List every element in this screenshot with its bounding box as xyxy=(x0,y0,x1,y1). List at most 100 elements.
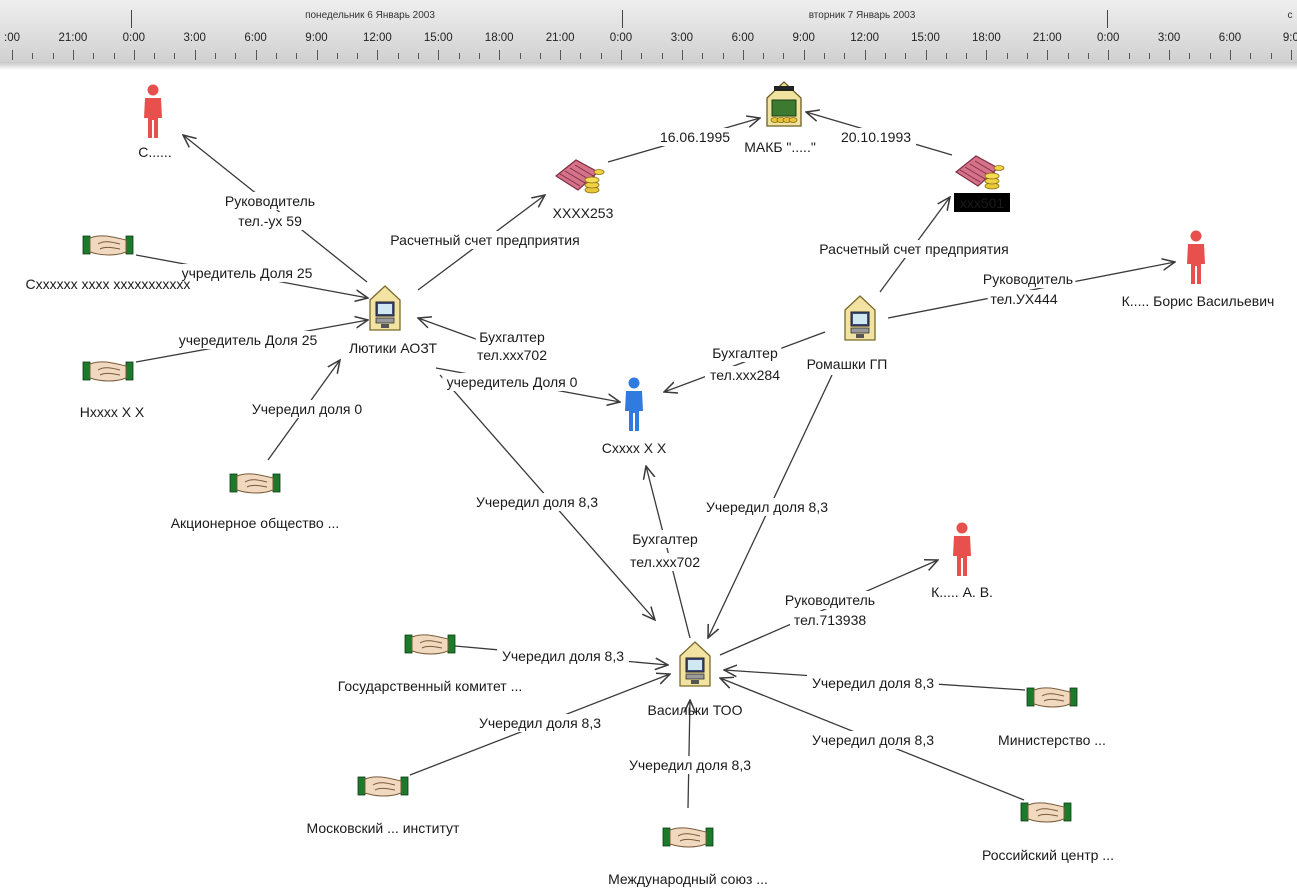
handshake-icon[interactable] xyxy=(82,235,134,256)
node-label[interactable]: Сxxxxxx xxxx xxxxxxxxxxx xyxy=(26,276,191,292)
edge-label: тел.-ух 59 xyxy=(238,213,302,229)
node-label[interactable]: Московский ... институт xyxy=(307,820,461,836)
tick-mark xyxy=(702,53,704,59)
edge-label-bg xyxy=(625,553,705,571)
node-label[interactable]: Нxxxx X X xyxy=(80,404,145,420)
tick-mark xyxy=(194,50,196,60)
hour-label: 12:00 xyxy=(850,32,879,44)
company-building-icon[interactable] xyxy=(369,285,401,331)
tick-mark xyxy=(884,53,886,59)
tick-mark xyxy=(600,53,602,59)
node-label[interactable]: xxx501 xyxy=(960,195,1005,211)
node-label[interactable]: Васильки ТОО xyxy=(648,702,743,718)
tick-mark xyxy=(377,50,379,60)
tick-mark xyxy=(945,53,947,59)
node-label[interactable]: Сxxxx X X xyxy=(602,440,667,456)
handshake-icon[interactable] xyxy=(357,776,409,797)
handshake-icon[interactable] xyxy=(662,827,714,848)
tick-mark xyxy=(32,53,34,59)
handshake-icon[interactable] xyxy=(229,473,281,494)
tick-mark xyxy=(621,50,622,60)
edge-label-bg xyxy=(807,731,939,749)
node-label[interactable]: Российский центр ... xyxy=(982,847,1114,863)
edge-label: Учередил доля 8,3 xyxy=(812,732,934,748)
person-icon[interactable] xyxy=(625,377,643,432)
edge-label: учередитель Доля 25 xyxy=(179,332,318,348)
tick-mark xyxy=(1209,53,1211,59)
edge-h6-vas[interactable] xyxy=(688,700,690,809)
edge-label: учредитель Доля 25 xyxy=(182,265,313,281)
edge-label-bg xyxy=(230,212,310,230)
bank-account-icon[interactable] xyxy=(554,159,605,194)
hour-label: :00 xyxy=(4,32,20,44)
tick-mark xyxy=(1290,50,1292,60)
handshake-icon[interactable] xyxy=(404,634,456,655)
tick-mark xyxy=(458,53,460,59)
edge-vas-p_sxx[interactable] xyxy=(646,466,691,639)
node-label[interactable]: Международный союз ... xyxy=(608,871,768,887)
bank-account-icon[interactable] xyxy=(954,155,1005,190)
edge-label-bg xyxy=(177,264,317,282)
edge-label-bg xyxy=(174,331,322,349)
tick-mark xyxy=(235,53,237,59)
edge-label: Учередил доля 8,3 xyxy=(706,499,828,515)
hour-label: 6:00 xyxy=(731,32,754,44)
node-label[interactable]: XXXX253 xyxy=(553,205,614,221)
node-label[interactable]: Государственный комитет ... xyxy=(338,678,522,694)
day-dividers xyxy=(0,0,1297,64)
edge-label-bg xyxy=(814,240,1014,258)
tick-mark xyxy=(478,53,480,59)
edge-label-bg xyxy=(790,611,870,629)
node-label[interactable]: Ромашки ГП xyxy=(807,356,888,372)
tick-mark xyxy=(93,53,95,59)
edge-label-bg xyxy=(624,756,756,774)
node-label[interactable]: Акционерное общество ... xyxy=(171,515,340,531)
edge-label-bg xyxy=(708,344,782,362)
edge-label: Учередил доля 8,3 xyxy=(502,648,624,664)
tick-mark xyxy=(336,53,338,59)
node-label[interactable]: Лютики АОЗТ xyxy=(349,340,438,356)
handshake-icon[interactable] xyxy=(1026,687,1078,708)
edge-label-bg xyxy=(782,591,878,609)
tick-mark xyxy=(641,53,643,59)
tick-mark xyxy=(12,50,13,60)
node-label[interactable]: К..... А. В. xyxy=(931,584,993,600)
handshake-icon[interactable] xyxy=(82,361,134,382)
person-icon[interactable] xyxy=(1187,230,1205,285)
edge-label: учередитель Доля 0 xyxy=(447,374,578,390)
edge-label: Руководитель xyxy=(785,592,875,608)
tick-mark xyxy=(316,50,318,60)
person-icon[interactable] xyxy=(953,522,971,577)
person-icon[interactable] xyxy=(144,84,162,139)
timeline-ticks xyxy=(0,0,1297,64)
edge-label: Учередил доля 8,3 xyxy=(812,675,934,691)
node-label[interactable]: К..... Борис Васильевич xyxy=(1122,293,1275,309)
day-divider xyxy=(131,10,132,28)
tick-mark xyxy=(905,53,907,59)
hour-label: 18:00 xyxy=(484,32,514,44)
company-building-icon[interactable] xyxy=(679,641,711,687)
hour-label: 15:00 xyxy=(911,32,940,44)
node-label[interactable]: С...... xyxy=(138,144,171,160)
tick-mark xyxy=(560,50,562,60)
company-building-icon[interactable] xyxy=(844,295,876,341)
bank-building-icon[interactable] xyxy=(766,81,802,127)
edge-label: тел.УХ444 xyxy=(990,291,1057,307)
node-label[interactable]: МАКБ "....." xyxy=(744,139,816,155)
tick-mark xyxy=(742,50,744,60)
tick-mark xyxy=(397,53,399,59)
hour-label: 3:00 xyxy=(1157,32,1181,44)
node-label[interactable]: Министерство ... xyxy=(998,732,1106,748)
handshake-icon[interactable] xyxy=(1020,802,1072,823)
tick-mark xyxy=(1047,50,1049,60)
hour-label: 12:00 xyxy=(363,32,392,44)
hour-label: 3:00 xyxy=(670,32,694,44)
tick-mark xyxy=(1250,53,1252,59)
tick-mark xyxy=(72,50,74,60)
tick-mark xyxy=(763,53,765,59)
edge-label-bg xyxy=(980,270,1076,288)
hour-label: 6:00 xyxy=(244,32,267,44)
